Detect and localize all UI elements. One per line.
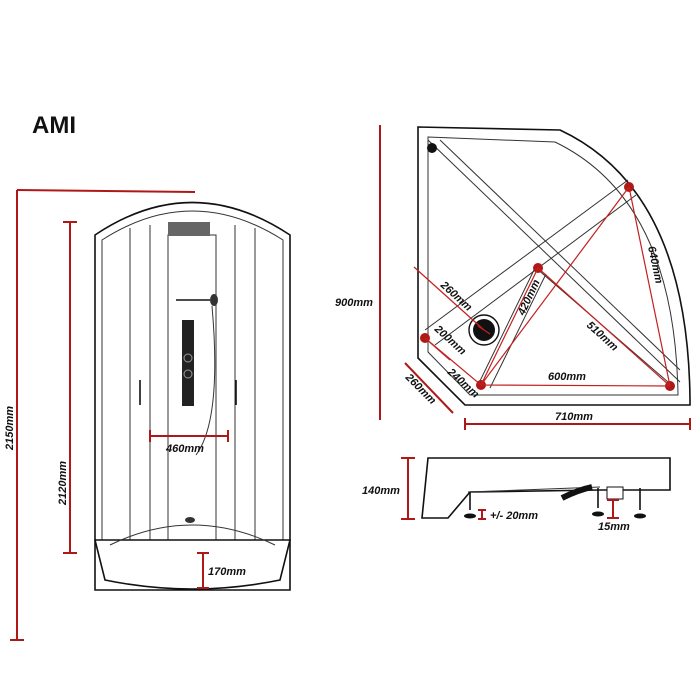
label-side-height: 140mm bbox=[362, 485, 400, 497]
label-clearance: 15mm bbox=[598, 521, 630, 533]
foot bbox=[427, 143, 437, 153]
label-height-cabin: 2120mm bbox=[57, 461, 69, 506]
tray-side-view bbox=[421, 457, 671, 519]
label-depth: 900mm bbox=[335, 297, 373, 309]
front-dimensions bbox=[10, 189, 229, 641]
rain-shower-head bbox=[168, 222, 210, 236]
label-leg-a: 200mm bbox=[431, 323, 468, 358]
label-width: 710mm bbox=[555, 411, 593, 423]
label-chamfer: 260mm bbox=[402, 371, 438, 407]
label-drain-offset: 260mm bbox=[437, 279, 474, 314]
hand-shower bbox=[210, 294, 218, 306]
label-height-total: 2150mm bbox=[4, 406, 16, 451]
label-leg-e: 600mm bbox=[548, 371, 586, 383]
label-leg-c: 420mm bbox=[515, 278, 542, 319]
label-panel-width: 460mm bbox=[165, 443, 204, 455]
control-panel bbox=[182, 320, 194, 406]
model-title: AMI bbox=[32, 112, 76, 139]
tray-top-view bbox=[413, 126, 691, 406]
shower-cabin-front bbox=[93, 201, 292, 591]
label-adjust: +/- 20mm bbox=[490, 510, 538, 522]
side-dimensions bbox=[401, 457, 619, 520]
drain bbox=[185, 517, 195, 523]
label-leg-b: 240mm bbox=[444, 366, 481, 401]
top-dimensions bbox=[379, 125, 691, 430]
label-tray-height: 170mm bbox=[208, 566, 246, 578]
